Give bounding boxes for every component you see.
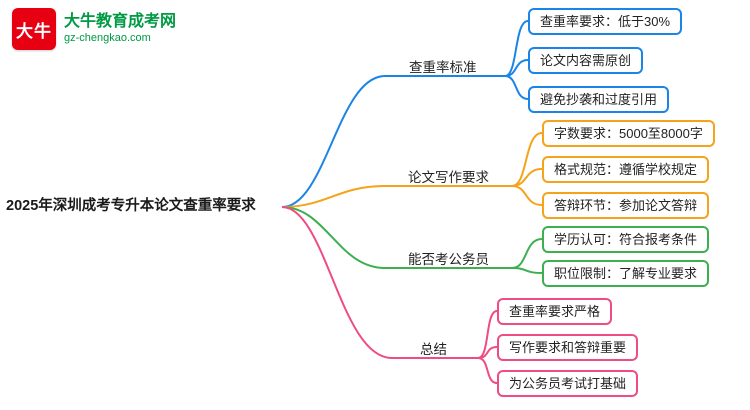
brand-domain: gz-chengkao.com (64, 32, 151, 45)
leaf-node[interactable]: 为公务员考试打基础 (497, 370, 639, 397)
link-branch2-leaf3 (511, 185, 543, 206)
leaf-node[interactable]: 查重率要求：低于30% (528, 8, 683, 35)
link-root-branch-xiezuo (281, 185, 512, 208)
link-branch2-leaf1 (511, 132, 543, 187)
brand-name: 大牛教育成考网 (64, 13, 177, 31)
branch-label-gongwuyuan[interactable]: 能否考公务员 (408, 252, 489, 267)
leaf-node[interactable]: 格式规范：遵循学校规定 (542, 156, 710, 183)
link-branch1-leaf1 (504, 20, 529, 77)
site-logo[interactable]: 大牛 大牛教育成考网 gz-chengkao.com (12, 8, 176, 50)
link-branch1-leaf2 (504, 59, 529, 77)
link-branch4-leaf2 (477, 346, 498, 359)
branch-label-chachonglv[interactable]: 查重率标准 (409, 60, 477, 75)
link-branch1-leaf3 (504, 75, 529, 100)
leaf-node[interactable]: 答辩环节：参加论文答辩 (542, 192, 710, 219)
leaf-node[interactable]: 写作要求和答辩重要 (497, 334, 639, 361)
leaf-node[interactable]: 职位限制：了解专业要求 (542, 260, 710, 287)
link-branch4-leaf3 (477, 357, 498, 384)
logo-text: 大牛教育成考网 gz-chengkao.com (64, 12, 176, 46)
link-branch4-leaf1 (477, 310, 498, 359)
leaf-node[interactable]: 避免抄袭和过度引用 (528, 86, 670, 113)
link-root-branch-chachonglv (281, 75, 505, 208)
root-topic[interactable]: 2025年深圳成考专升本论文查重率要求 (6, 198, 256, 214)
leaf-node[interactable]: 查重率要求严格 (497, 298, 613, 325)
branch-label-zongjie[interactable]: 总结 (420, 342, 447, 357)
logo-icon: 大牛 (12, 8, 56, 50)
logo-icon-text: 大牛 (16, 21, 52, 41)
link-branch2-leaf2 (511, 168, 543, 187)
leaf-node[interactable]: 论文内容需原创 (528, 47, 644, 74)
link-root-branch-zongjie (281, 206, 478, 359)
leaf-node[interactable]: 学历认可：符合报考条件 (542, 226, 710, 253)
link-branch3-leaf1 (511, 238, 543, 269)
branch-label-xiezuo[interactable]: 论文写作要求 (408, 170, 489, 185)
leaf-node[interactable]: 字数要求：5000至8000字 (542, 120, 715, 147)
link-branch3-leaf2 (511, 267, 543, 274)
